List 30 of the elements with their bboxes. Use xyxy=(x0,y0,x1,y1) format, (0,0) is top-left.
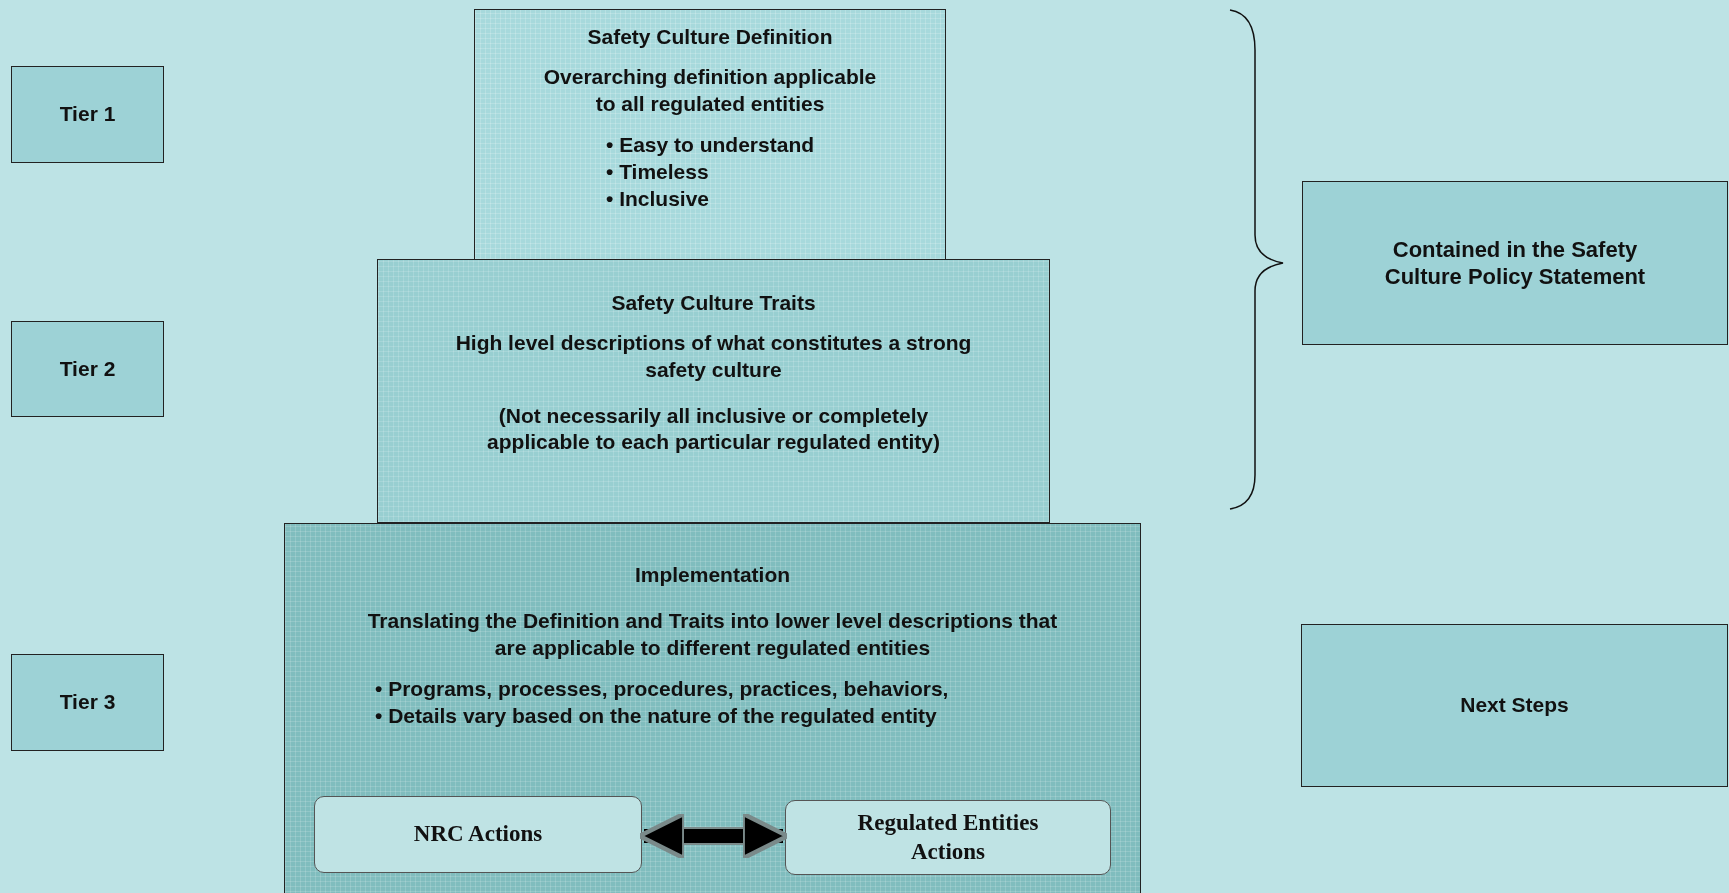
text: NRC Actions xyxy=(413,820,543,849)
text: (Not necessarily all inclusive or completely applicable to each particular regulated entity) xyxy=(486,402,941,455)
heading: Implementation xyxy=(634,562,791,588)
tier-label-box xyxy=(11,654,164,751)
text: Regulated Entities Actions xyxy=(856,808,1040,866)
heading: Safety Culture Traits xyxy=(611,290,816,316)
action-box xyxy=(314,796,642,873)
bullet-item: • Programs, processes, procedures, practices, behaviors, xyxy=(375,675,950,702)
text: Tier 1 xyxy=(59,101,116,128)
text: Tier 3 xyxy=(59,689,116,716)
tier-label-box xyxy=(11,321,164,417)
implementation-box xyxy=(284,523,1141,893)
action-box xyxy=(785,800,1111,875)
next-steps-box xyxy=(1301,624,1728,787)
traits-box xyxy=(377,259,1050,523)
text: Contained in the Safety Culture Policy Statement xyxy=(1383,235,1647,291)
text: Overarching definition applicable to all regulated entities xyxy=(542,64,878,117)
definition-box xyxy=(474,9,946,260)
bullet-item: • Timeless xyxy=(605,159,710,186)
double-arrow xyxy=(637,811,790,861)
note-box xyxy=(1302,181,1728,345)
text: High level descriptions of what constitutes a strong safety culture xyxy=(454,330,973,383)
text: Next Steps xyxy=(1460,692,1569,719)
tier-label-box xyxy=(11,66,164,163)
bullet-item: • Easy to understand xyxy=(605,131,815,158)
text: Tier 2 xyxy=(59,355,116,382)
bullet-item: • Inclusive xyxy=(605,186,711,213)
bullet-item: • Details vary based on the nature of the regulated entity xyxy=(375,703,938,730)
text: Translating the Definition and Traits into lower level descriptions that are applicable to different regulated entities xyxy=(366,608,1059,661)
heading: Safety Culture Definition xyxy=(587,24,833,50)
